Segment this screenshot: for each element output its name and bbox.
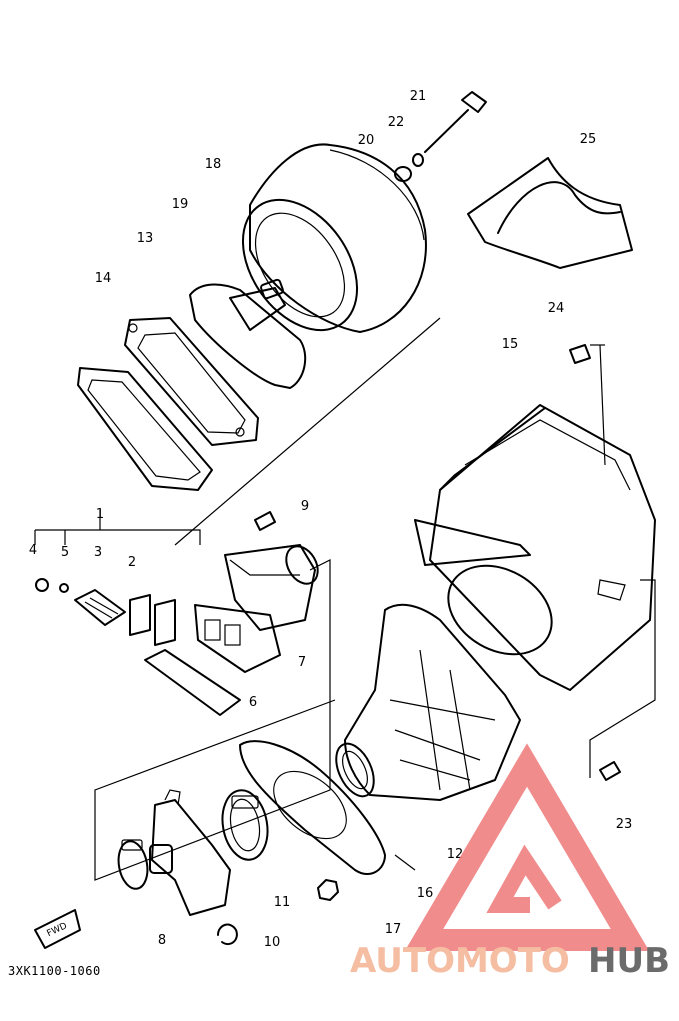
part-4-5-screw-washer: [35, 578, 69, 593]
part-14-gasket: [77, 367, 213, 491]
part-25-cover: [467, 157, 633, 269]
callout-18: 18: [205, 157, 222, 172]
callout-3: 3: [94, 545, 102, 560]
part-6-reed-gasket: [144, 649, 241, 716]
callout-7: 7: [298, 655, 306, 670]
part-15-air-box: [414, 404, 656, 691]
watermark-text-hub: HUB: [588, 941, 670, 981]
part-11-clamp: [221, 789, 269, 861]
callout-14: 14: [95, 271, 112, 286]
callout-17: 17: [385, 922, 402, 937]
watermark-logo: AUTOMOTO HUB: [350, 743, 670, 981]
part-23-bolt: [599, 761, 621, 781]
fwd-arrow: FWD: [34, 909, 81, 949]
callout-24: 24: [548, 301, 565, 316]
part-13-filter-frame: [124, 317, 259, 446]
callout-21: 21: [410, 89, 427, 104]
watermark-text-automoto: AUTOMOTO: [350, 941, 570, 981]
callout-1: 1: [96, 507, 104, 522]
callout-12: 12: [447, 847, 464, 862]
part-18-air-filter: [241, 143, 427, 333]
callout-4: 4: [29, 543, 37, 558]
part-10-clip: [217, 923, 238, 946]
callout-labels: 1 2 3 4 5 6 7 8 9 10 11 12 13 14 15 16 1…: [29, 89, 632, 950]
callout-13: 13: [137, 231, 154, 246]
callout-8: 8: [158, 933, 166, 948]
callout-5: 5: [61, 545, 69, 560]
callout-15: 15: [502, 337, 519, 352]
callout-16: 16: [417, 886, 434, 901]
callout-11: 11: [274, 895, 291, 910]
part-2-reed-valve: [129, 594, 281, 673]
part-17-nut: [317, 879, 339, 901]
callout-6: 6: [249, 695, 257, 710]
leader-lines: [34, 317, 656, 881]
callout-9: 9: [301, 499, 309, 514]
callout-25: 25: [580, 132, 597, 147]
document-code: 3XK1100-1060: [8, 964, 101, 978]
part-21-bolt: [424, 91, 487, 153]
part-24-bolt: [569, 344, 591, 364]
part-8-clamp: [117, 839, 149, 890]
callout-2: 2: [128, 555, 136, 570]
part-9-bolt: [254, 511, 276, 531]
part-7-manifold: [224, 544, 319, 631]
callout-19: 19: [172, 197, 189, 212]
part-3-reed-stopper: [74, 589, 126, 626]
callout-22: 22: [388, 115, 405, 130]
callout-23: 23: [616, 817, 633, 832]
part-12-intake-boot: [335, 603, 521, 801]
part-22-nut: [412, 153, 424, 167]
carburetor: [149, 789, 231, 916]
part-16-plate: [239, 740, 386, 875]
callout-10: 10: [264, 935, 281, 950]
part-19-filter-guide: [189, 278, 307, 389]
part-20-washer: [394, 166, 412, 182]
callout-20: 20: [358, 133, 375, 148]
